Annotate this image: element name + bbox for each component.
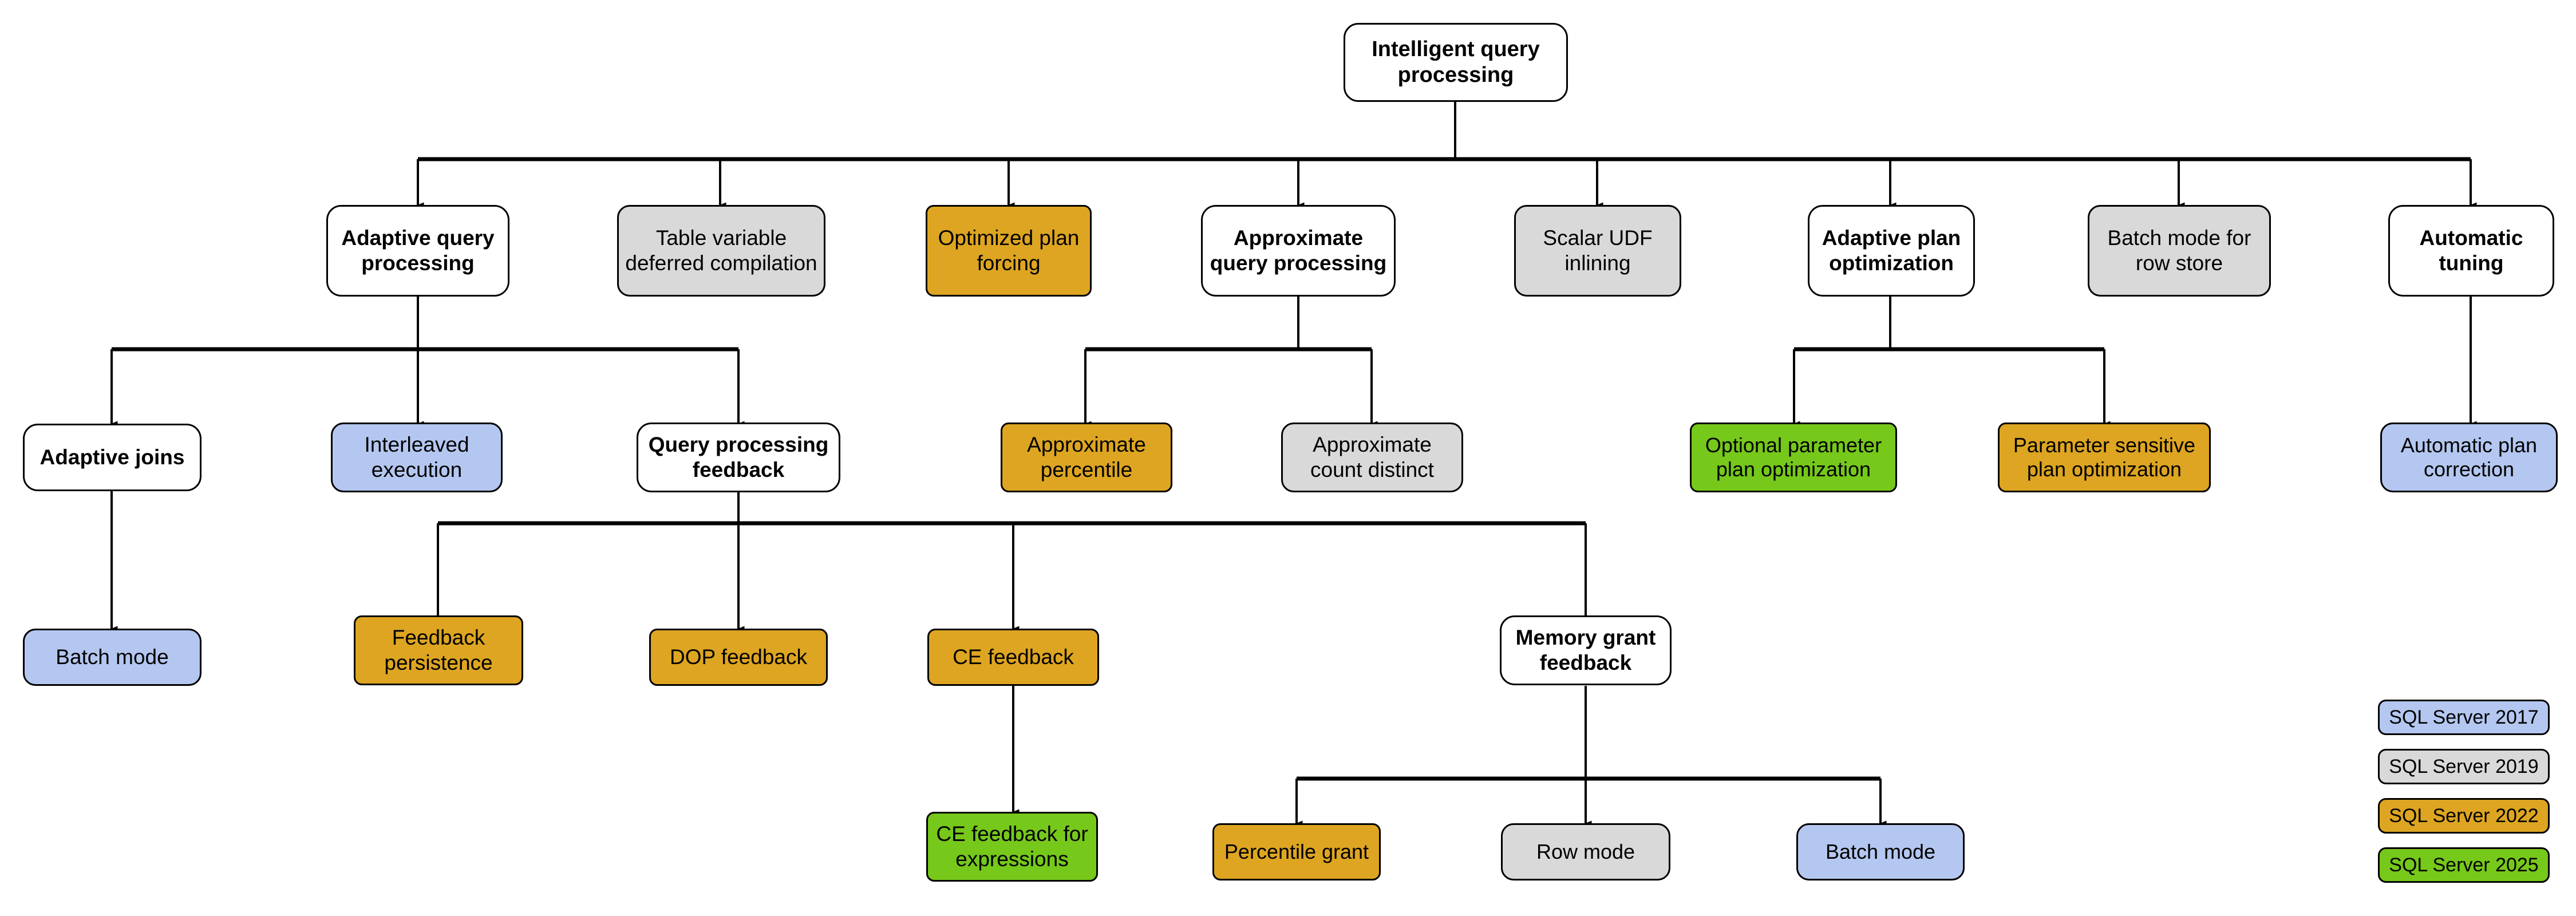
node-label: Interleaved execution — [364, 433, 469, 481]
node-label: Row mode — [1536, 839, 1635, 863]
node-batch-mode-mgf[interactable]: Batch mode — [1796, 823, 1965, 881]
node-feedback-persistence[interactable]: Feedback persistence — [354, 615, 523, 685]
node-ce-feedback-for-expressions[interactable]: CE feedback for expressions — [926, 812, 1098, 882]
node-optional-parameter-plan-optimization[interactable]: Optional parameter plan optimization — [1690, 423, 1897, 492]
legend-sql-server-2019[interactable]: SQL Server 2019 — [2378, 749, 2550, 784]
node-interleaved-execution[interactable]: Interleaved execution — [331, 423, 503, 492]
node-adaptive-plan-optimization[interactable]: Adaptive plan optimization — [1808, 205, 1975, 297]
node-approximate-count-distinct[interactable]: Approximate count distinct — [1281, 423, 1463, 492]
node-label: Batch mode — [56, 645, 169, 669]
node-label: Percentile grant — [1224, 839, 1369, 863]
node-label: Memory grant feedback — [1515, 626, 1656, 674]
node-batch-mode-for-row-store[interactable]: Batch mode for row store — [2088, 205, 2271, 297]
node-label: Scalar UDF inlining — [1543, 226, 1653, 275]
node-label: Adaptive plan optimization — [1822, 226, 1961, 275]
node-automatic-tuning[interactable]: Automatic tuning — [2388, 205, 2554, 297]
node-label: Intelligent query processing — [1372, 37, 1540, 87]
legend-sql-server-2017[interactable]: SQL Server 2017 — [2378, 700, 2550, 735]
legend-label: SQL Server 2017 — [2389, 706, 2539, 728]
legend-sql-server-2022[interactable]: SQL Server 2022 — [2378, 798, 2550, 834]
legend-label: SQL Server 2025 — [2389, 854, 2539, 876]
node-label: Table variable deferred compilation — [625, 226, 817, 275]
node-dop-feedback[interactable]: DOP feedback — [649, 629, 828, 686]
node-ce-feedback[interactable]: CE feedback — [927, 629, 1099, 686]
node-label: Batch mode for row store — [2107, 226, 2251, 275]
node-table-variable-deferred-compilation[interactable]: Table variable deferred compilation — [617, 205, 825, 297]
node-label: DOP feedback — [670, 645, 807, 669]
node-label: CE feedback — [953, 645, 1074, 669]
node-label: CE feedback for expressions — [936, 822, 1088, 871]
node-memory-grant-feedback[interactable]: Memory grant feedback — [1500, 615, 1672, 685]
node-label: Feedback persistence — [384, 626, 493, 674]
node-adaptive-query-processing[interactable]: Adaptive query processing — [326, 205, 509, 297]
node-label: Automatic tuning — [2419, 226, 2523, 275]
node-label: Adaptive joins — [39, 445, 185, 469]
node-label: Optional parameter plan optimization — [1705, 433, 1882, 481]
node-approximate-percentile[interactable]: Approximate percentile — [1001, 423, 1172, 492]
legend-label: SQL Server 2019 — [2389, 755, 2539, 777]
legend-sql-server-2025[interactable]: SQL Server 2025 — [2378, 847, 2550, 883]
node-label: Batch mode — [1825, 839, 1936, 863]
node-row-mode[interactable]: Row mode — [1501, 823, 1670, 881]
node-label: Query processing feedback — [648, 433, 829, 481]
node-label: Approximate query processing — [1210, 226, 1387, 275]
node-label: Automatic plan correction — [2400, 433, 2538, 481]
node-label: Adaptive query processing — [341, 226, 495, 275]
node-query-processing-feedback[interactable]: Query processing feedback — [637, 423, 840, 492]
node-label: Parameter sensitive plan optimization — [2013, 433, 2196, 481]
node-automatic-plan-correction[interactable]: Automatic plan correction — [2380, 423, 2558, 492]
node-label: Optimized plan forcing — [938, 226, 1080, 275]
node-label: Approximate percentile — [1027, 433, 1146, 481]
node-intelligent-query-processing[interactable]: Intelligent query processing — [1344, 23, 1568, 102]
node-scalar-udf-inlining[interactable]: Scalar UDF inlining — [1514, 205, 1681, 297]
node-percentile-grant[interactable]: Percentile grant — [1212, 823, 1381, 881]
node-label: Approximate count distinct — [1310, 433, 1434, 481]
node-optimized-plan-forcing[interactable]: Optimized plan forcing — [926, 205, 1092, 297]
node-approximate-query-processing[interactable]: Approximate query processing — [1201, 205, 1396, 297]
node-adaptive-joins[interactable]: Adaptive joins — [23, 424, 202, 491]
node-parameter-sensitive-plan-optimization[interactable]: Parameter sensitive plan optimization — [1998, 423, 2211, 492]
node-batch-mode[interactable]: Batch mode — [23, 629, 202, 686]
legend-label: SQL Server 2022 — [2389, 804, 2539, 827]
